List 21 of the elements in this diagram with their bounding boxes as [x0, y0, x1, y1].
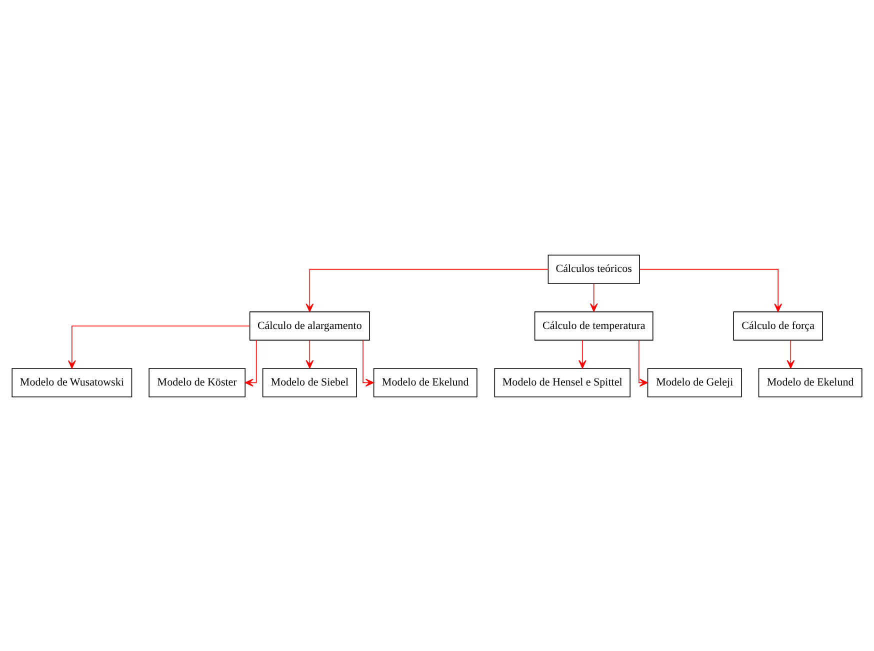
node-box: Cálculos teóricos: [548, 254, 640, 284]
arrow: [362, 339, 374, 386]
node-box: Cálculo de força: [733, 310, 823, 340]
node-box: Modelo de Siebel: [262, 368, 357, 397]
arrow: [639, 268, 782, 312]
arrow: [68, 325, 250, 368]
node-box: Cálculo de alargamento: [249, 310, 370, 340]
arrow: [590, 282, 598, 312]
node-box: Modelo de Hensel e Spittel: [494, 368, 630, 397]
node-box: Modelo de Köster: [148, 368, 246, 397]
node-box: Cálculo de temperatura: [534, 310, 654, 340]
node-box: Modelo de Geleji: [647, 368, 742, 397]
node-box: Modelo de Ekelund: [373, 368, 478, 397]
node-box: Modelo de Wusatowski: [12, 368, 132, 397]
arrow: [786, 339, 795, 368]
arrow: [306, 268, 549, 312]
arrow: [638, 339, 648, 386]
arrow: [244, 339, 257, 386]
arrow: [578, 339, 586, 368]
arrow: [306, 339, 314, 368]
node-box: Modelo de Ekelund: [758, 368, 862, 397]
